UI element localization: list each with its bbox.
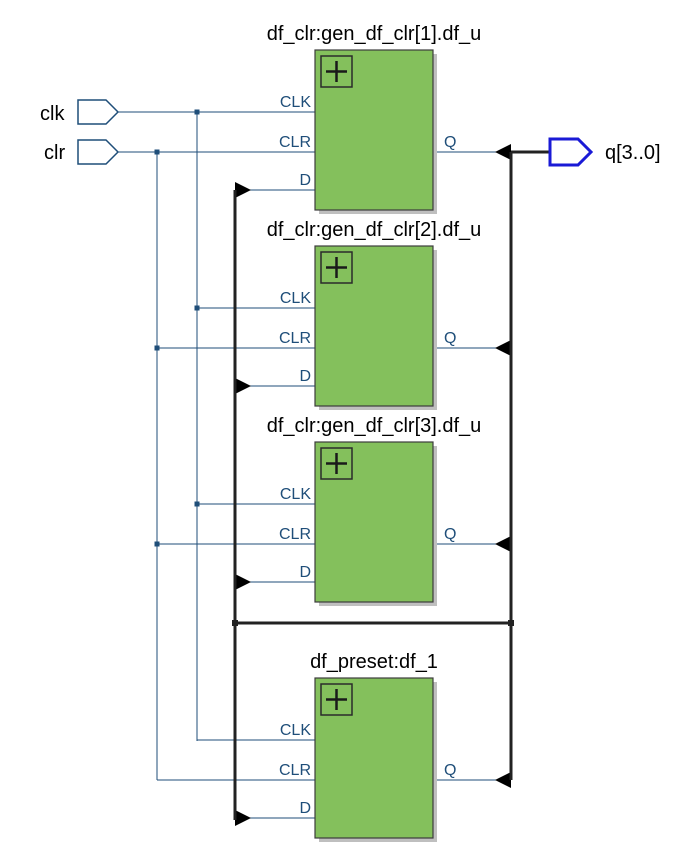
bus-junction-left <box>232 620 238 626</box>
port-label-d-3: D <box>299 564 311 581</box>
input-label-clk: clk <box>40 103 65 125</box>
output-label-q: q[3..0] <box>605 142 661 164</box>
port-label-clk-3: CLK <box>280 486 311 503</box>
buses <box>232 150 550 820</box>
d-bus-tap-arrow-3 <box>235 574 251 590</box>
port-label-clk-4: CLK <box>280 722 311 739</box>
port-label-d-4: D <box>299 800 311 817</box>
q-bus-tap-arrow-1 <box>495 144 511 160</box>
port-label-clr-3: CLR <box>279 526 311 543</box>
plus-square-icon[interactable] <box>320 251 353 284</box>
input-port-clk[interactable]: clk <box>40 99 120 125</box>
port-label-d-1: D <box>299 172 311 189</box>
plus-square-icon[interactable] <box>320 683 353 716</box>
q-bus-tap-arrow-2 <box>495 340 511 356</box>
output-port-q[interactable]: q[3..0] <box>548 137 661 167</box>
block-title-3: df_clr:gen_df_clr[3].df_u <box>267 415 482 437</box>
clk-junction <box>194 109 200 115</box>
clk-branch-junction-2 <box>194 305 200 311</box>
clr-branch-junction-2 <box>154 345 160 351</box>
input-port-clk-shape <box>77 99 120 125</box>
block-body-1[interactable] <box>314 49 434 211</box>
d-bus-tap-arrow-2 <box>235 378 251 394</box>
port-label-clr-4: CLR <box>279 762 311 779</box>
port-label-d-2: D <box>299 368 311 385</box>
q-bus-tap-arrow-3 <box>495 536 511 552</box>
port-label-clk-1: CLK <box>280 94 311 111</box>
input-port-clr[interactable]: clr <box>44 139 120 165</box>
output-port-q-shape <box>548 137 594 167</box>
port-label-q-4: Q <box>444 762 456 779</box>
input-label-clr: clr <box>44 142 65 164</box>
q-bus-tap-arrow-4 <box>495 772 511 788</box>
port-label-clr-1: CLR <box>279 134 311 151</box>
clk-branch-junction-3 <box>194 501 200 507</box>
port-label-clk-2: CLK <box>280 290 311 307</box>
block-title-2: df_clr:gen_df_clr[2].df_u <box>267 219 482 241</box>
clr-branch-junction-3 <box>154 541 160 547</box>
input-port-clr-shape <box>77 139 120 165</box>
d-bus-tap-arrow-1 <box>235 182 251 198</box>
block-title-1: df_clr:gen_df_clr[1].df_u <box>267 23 482 45</box>
port-label-q-1: Q <box>444 134 456 151</box>
port-label-clr-2: CLR <box>279 330 311 347</box>
d-bus-tap-arrow-4 <box>235 810 251 826</box>
clr-junction <box>154 149 160 155</box>
plus-square-icon[interactable] <box>320 447 353 480</box>
port-label-q-2: Q <box>444 330 456 347</box>
plus-square-icon[interactable] <box>320 55 353 88</box>
bus-junction-right <box>508 620 514 626</box>
port-label-q-3: Q <box>444 526 456 543</box>
block-title-4: df_preset:df_1 <box>310 651 438 673</box>
